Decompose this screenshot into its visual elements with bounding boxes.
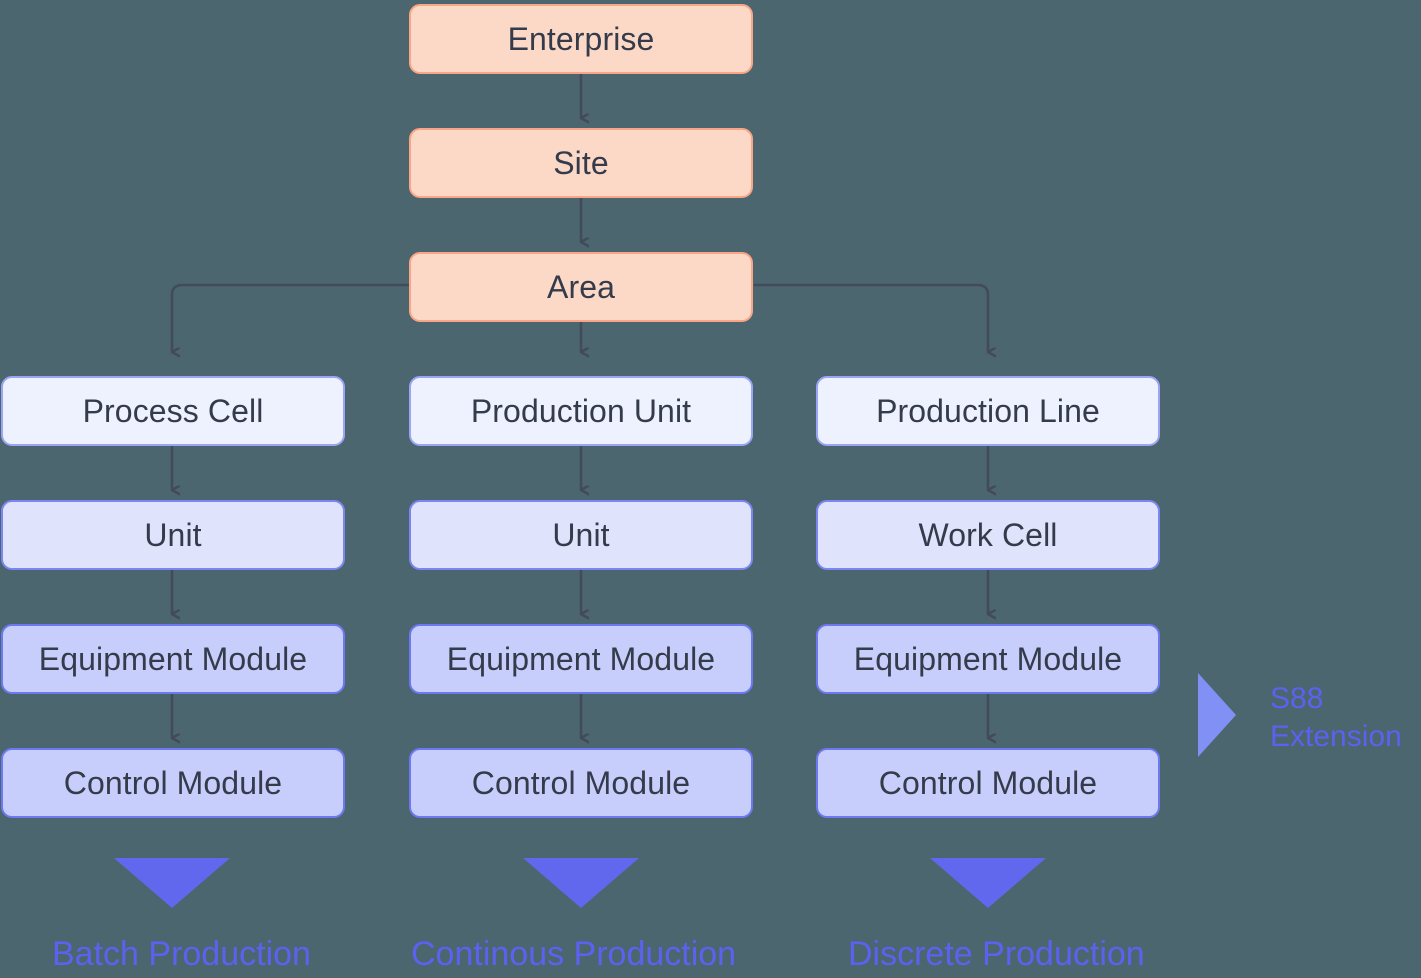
node-site[interactable]: Site — [409, 128, 753, 198]
node-production-unit[interactable]: Production Unit — [409, 376, 753, 446]
node-continuous-unit[interactable]: Unit — [409, 500, 753, 570]
node-batch-unit-label: Unit — [144, 517, 202, 553]
node-batch-equipment-module-label: Equipment Module — [38, 641, 308, 677]
node-discrete-equipment-module[interactable]: Equipment Module — [816, 624, 1160, 694]
discrete-outcome-arrow-icon — [930, 858, 1046, 908]
node-continuous-equipment-module-label: Equipment Module — [446, 641, 716, 677]
node-continuous-unit-label: Unit — [552, 517, 610, 553]
outcome-label-continuous: Continous Production — [411, 935, 737, 973]
node-work-cell-label: Work Cell — [918, 517, 1058, 553]
node-production-line[interactable]: Production Line — [816, 376, 1160, 446]
node-enterprise[interactable]: Enterprise — [409, 4, 753, 74]
batch-outcome-arrow-icon — [114, 858, 230, 908]
node-discrete-equipment-module-label: Equipment Module — [853, 641, 1123, 677]
s88-extension-line-1: S88 — [1270, 682, 1324, 715]
node-continuous-control-module[interactable]: Control Module — [409, 748, 753, 818]
outcome-label-discrete: Discrete Production — [848, 935, 1145, 973]
link-area-process-cell — [170, 283, 410, 352]
node-discrete-control-module-label: Control Module — [878, 765, 1098, 801]
node-batch-unit[interactable]: Unit — [1, 500, 345, 570]
s88-extension-line-2: Extension — [1270, 720, 1402, 754]
node-process-cell-label: Process Cell — [82, 393, 264, 429]
node-batch-control-module[interactable]: Control Module — [1, 748, 345, 818]
node-batch-equipment-module[interactable]: Equipment Module — [1, 624, 345, 694]
node-batch-control-module-label: Control Module — [63, 765, 283, 801]
node-site-label: Site — [553, 145, 609, 181]
node-continuous-equipment-module[interactable]: Equipment Module — [409, 624, 753, 694]
node-work-cell[interactable]: Work Cell — [816, 500, 1160, 570]
node-continuous-control-module-label: Control Module — [471, 765, 691, 801]
node-area[interactable]: Area — [409, 252, 753, 322]
node-production-line-label: Production Line — [876, 393, 1100, 429]
node-area-label: Area — [547, 269, 615, 305]
link-area-production-line — [753, 283, 988, 352]
node-production-unit-label: Production Unit — [470, 393, 692, 429]
node-discrete-control-module[interactable]: Control Module — [816, 748, 1160, 818]
s88-extension-annotation: S88 Extension — [1270, 680, 1402, 757]
outcome-label-batch: Batch Production — [52, 935, 311, 973]
continuous-outcome-arrow-icon — [523, 858, 639, 908]
s88-extension-arrow-icon — [1198, 673, 1236, 757]
node-process-cell[interactable]: Process Cell — [1, 376, 345, 446]
node-enterprise-label: Enterprise — [507, 21, 655, 57]
